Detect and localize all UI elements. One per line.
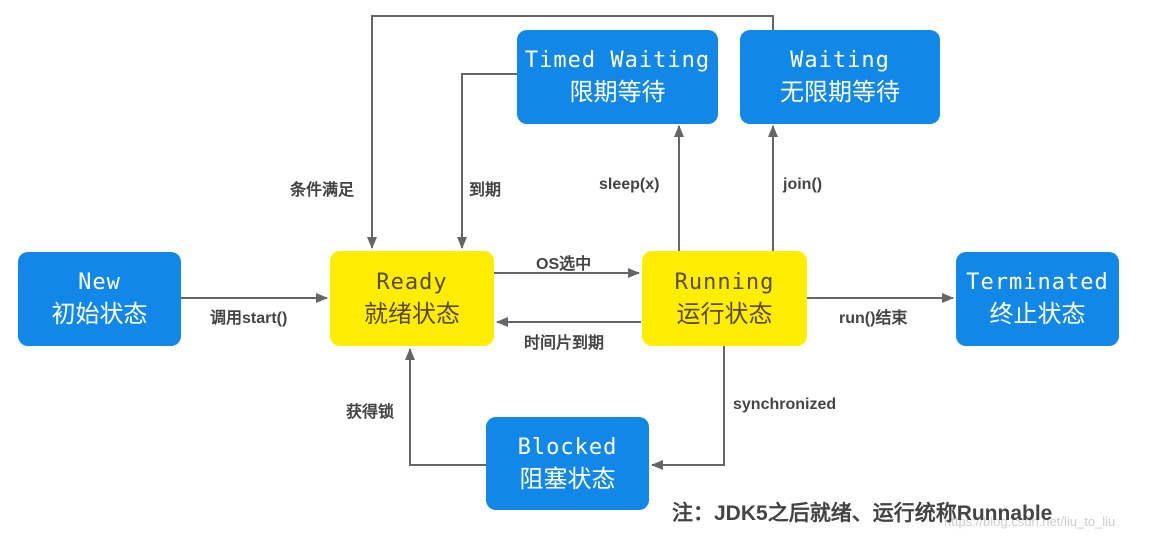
state-terminated-zh: 终止状态 xyxy=(989,300,1086,328)
state-running-zh: 运行状态 xyxy=(676,299,773,328)
state-terminated-en: Terminated xyxy=(966,270,1109,295)
label-join: join() xyxy=(783,176,823,193)
arrow-waiting-to-ready xyxy=(367,15,774,249)
arrow-running-to-blocked xyxy=(651,346,725,470)
label-sleep: sleep(x) xyxy=(599,176,660,193)
arrow-timed-waiting-to-ready xyxy=(457,73,517,249)
label-acquire-lock: 获得锁 xyxy=(346,404,395,421)
state-timed-waiting-en: Timed Waiting xyxy=(524,48,711,73)
state-new: New 初始状态 xyxy=(18,252,181,346)
label-expired: 到期 xyxy=(469,182,502,199)
state-waiting-zh: 无限期等待 xyxy=(780,78,900,106)
state-ready: Ready 就绪状态 xyxy=(330,251,494,346)
state-new-zh: 初始状态 xyxy=(51,300,148,328)
state-timed-waiting-zh: 限期等待 xyxy=(569,78,666,106)
label-condition-met: 条件满足 xyxy=(290,182,355,199)
label-synchronized: synchronized xyxy=(733,396,837,413)
state-blocked: Blocked 阻塞状态 xyxy=(486,417,649,510)
state-new-en: New xyxy=(78,270,121,295)
state-running-en: Running xyxy=(674,269,775,295)
state-waiting-en: Waiting xyxy=(790,48,890,73)
label-call-start: 调用start() xyxy=(210,310,288,327)
label-time-slice-expired: 时间片到期 xyxy=(524,335,605,352)
state-ready-en: Ready xyxy=(376,269,448,295)
label-os-selected: OS选中 xyxy=(536,256,592,273)
footnote: 注：JDK5之后就绪、运行统称Runnable xyxy=(672,502,1053,525)
state-blocked-en: Blocked xyxy=(517,434,618,460)
arrow-blocked-to-ready xyxy=(405,348,486,466)
watermark: https://blog.csdn.net/liu_to_liu xyxy=(944,514,1116,529)
state-terminated: Terminated 终止状态 xyxy=(956,252,1119,346)
state-ready-zh: 就绪状态 xyxy=(364,299,460,328)
state-running: Running 运行状态 xyxy=(642,251,807,346)
label-run-finished: run()结束 xyxy=(839,310,908,327)
state-waiting: Waiting 无限期等待 xyxy=(740,30,940,124)
state-timed-waiting: Timed Waiting 限期等待 xyxy=(517,30,718,124)
state-blocked-zh: 阻塞状态 xyxy=(519,464,616,493)
